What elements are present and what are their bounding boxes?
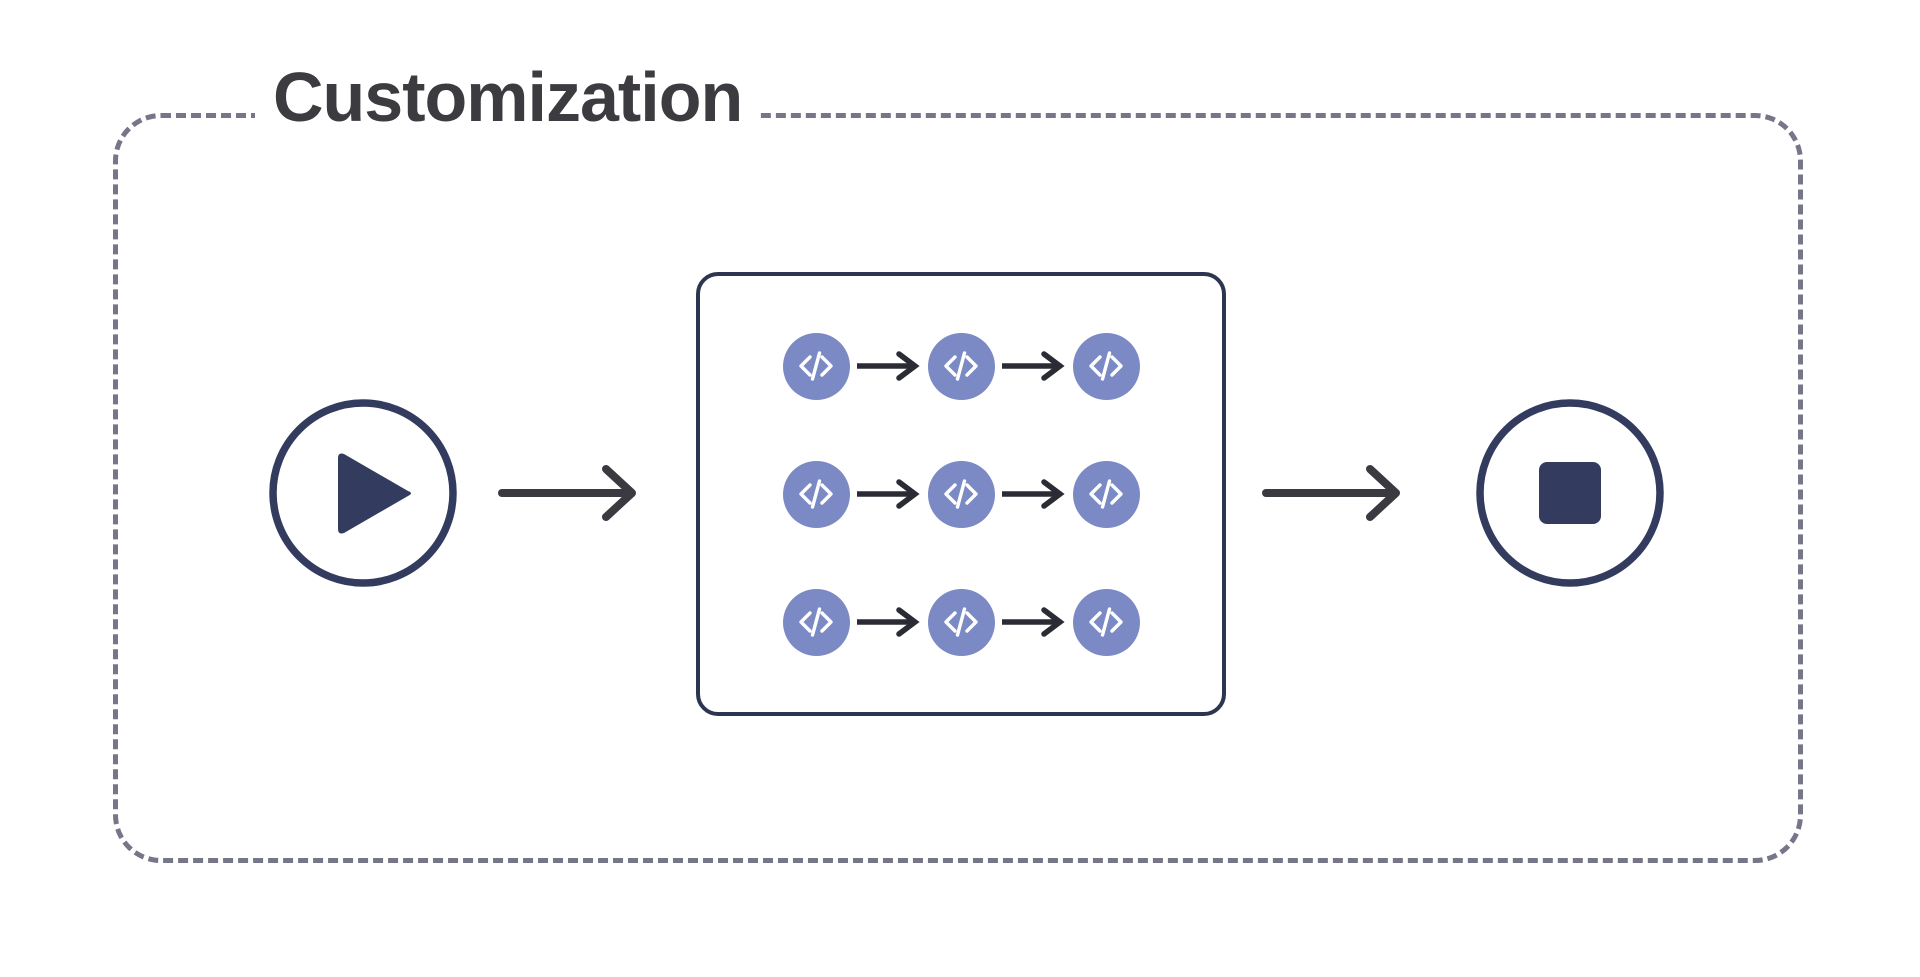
code-icon[interactable] — [782, 332, 850, 400]
group-title: Customization — [255, 58, 761, 137]
arrow-right-icon — [995, 349, 1073, 383]
play-icon — [269, 399, 457, 587]
stop-icon — [1476, 399, 1664, 587]
code-grid-row — [782, 588, 1140, 656]
code-grid-row — [782, 332, 1140, 400]
code-grid-row — [782, 460, 1140, 528]
arrow-right-icon — [850, 605, 928, 639]
code-icon[interactable] — [782, 588, 850, 656]
code-icon[interactable] — [1072, 460, 1140, 528]
customization-group-boundary — [113, 113, 1803, 863]
code-glyph-icon — [944, 479, 978, 509]
code-glyph-icon — [944, 351, 978, 381]
arrow-right-icon — [1262, 465, 1400, 521]
play-button[interactable] — [268, 398, 458, 588]
code-glyph-icon — [1089, 351, 1123, 381]
arrow-right-icon — [850, 477, 928, 511]
arrow-right-icon — [995, 477, 1073, 511]
code-glyph-icon — [799, 607, 833, 637]
arrow-right-icon — [995, 605, 1073, 639]
code-icon[interactable] — [927, 332, 995, 400]
code-icon[interactable] — [1072, 332, 1140, 400]
code-glyph-icon — [944, 607, 978, 637]
code-glyph-icon — [799, 351, 833, 381]
code-icon[interactable] — [927, 588, 995, 656]
arrow-grid-to-end — [1262, 463, 1412, 523]
code-glyph-icon — [1089, 479, 1123, 509]
code-icon[interactable] — [782, 460, 850, 528]
arrow-start-to-grid — [498, 463, 648, 523]
code-glyph-icon — [799, 479, 833, 509]
stop-button[interactable] — [1475, 398, 1665, 588]
code-grid — [696, 272, 1226, 716]
code-icon[interactable] — [927, 460, 995, 528]
code-glyph-icon — [1089, 607, 1123, 637]
code-icon[interactable] — [1072, 588, 1140, 656]
arrow-right-icon — [850, 349, 928, 383]
arrow-right-icon — [498, 465, 636, 521]
